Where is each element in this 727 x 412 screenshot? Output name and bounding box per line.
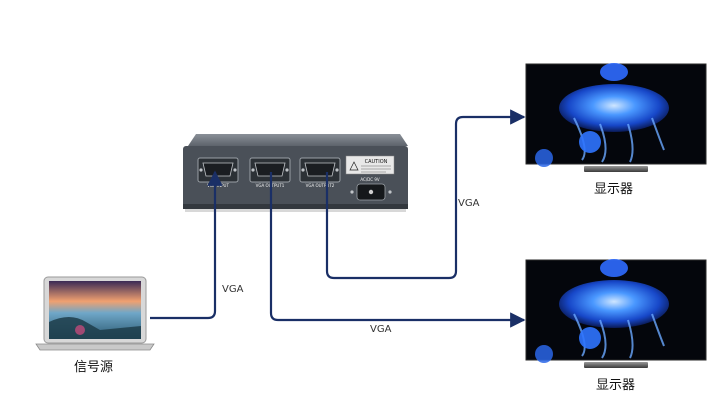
cable-output2-to-top-monitor: [325, 109, 526, 280]
cable-source-to-input: [150, 170, 223, 320]
power-label: AC/DC 9V: [360, 177, 379, 182]
splitter-shadow: [185, 209, 406, 212]
monitor-bottom-label: 显示器: [596, 378, 636, 393]
cable-label-top: VGA: [458, 198, 480, 209]
laptop-base: [35, 343, 155, 351]
vga-output2-port: VGA OUTPUT2: [299, 157, 341, 188]
jellyfish-icon: [559, 84, 669, 132]
splitter-base: [183, 204, 408, 209]
caution-sticker: CAUTION: [345, 155, 395, 175]
cable-label-source: VGA: [222, 284, 244, 295]
cables: [150, 109, 526, 328]
vga-splitter-device: VGA INPUT VGA OUTPUT1 VGA OUTPUT2 CAUTIO…: [183, 134, 408, 212]
power-socket: AC/DC 9V: [350, 177, 392, 201]
splitter-top-face: [188, 134, 408, 146]
jellyfish-icon: [559, 280, 669, 328]
caution-title: CAUTION: [365, 159, 388, 165]
monitor-bottom-stand: [584, 362, 648, 368]
monitor-top-stand: [584, 166, 648, 172]
source-label: 信号源: [74, 360, 114, 375]
cable-label-bottom: VGA: [370, 324, 392, 335]
laptop-source: [35, 276, 155, 351]
vga-output2-label: VGA OUTPUT2: [306, 183, 335, 188]
vga-input-label: VGA INPUT: [207, 183, 229, 188]
monitor-top-label: 显示器: [594, 182, 634, 197]
monitor-top: [525, 63, 707, 172]
cable-output1-to-bottom-monitor: [269, 172, 526, 328]
warning-triangle-icon: [349, 161, 359, 171]
monitor-bottom: [525, 259, 707, 368]
